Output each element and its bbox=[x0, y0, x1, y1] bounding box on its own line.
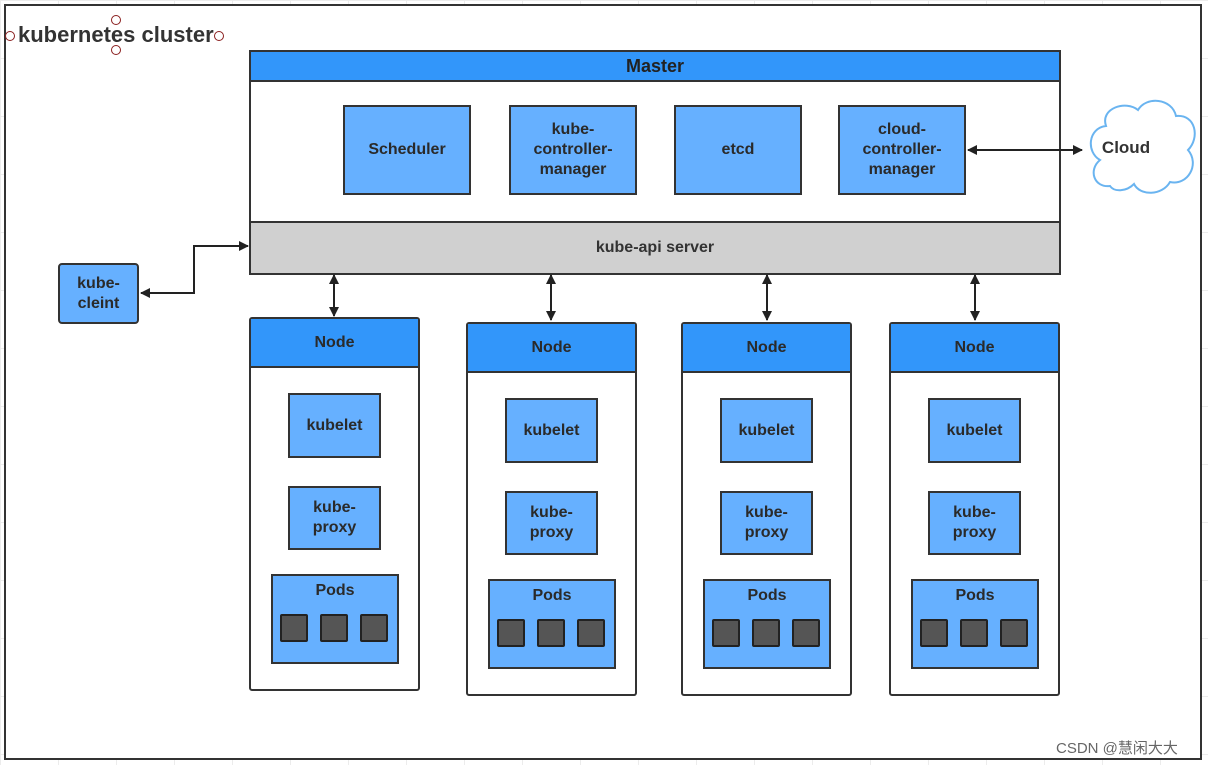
cloud-label: Cloud bbox=[1101, 138, 1151, 157]
selection-handle[interactable] bbox=[111, 15, 121, 25]
scheduler-box: Scheduler bbox=[343, 105, 471, 195]
kube-proxy-box: kube- proxy bbox=[720, 491, 813, 555]
selection-handle[interactable] bbox=[214, 31, 224, 41]
pod-square bbox=[320, 614, 348, 642]
kubelet-box: kubelet bbox=[720, 398, 813, 463]
pods-label: Pods bbox=[532, 587, 572, 604]
master-header: Master bbox=[251, 52, 1059, 82]
pods-label: Pods bbox=[747, 587, 787, 604]
cluster-title: kubernetes cluster bbox=[18, 22, 214, 47]
kube-proxy-box: kube- proxy bbox=[505, 491, 598, 555]
pods-label: Pods bbox=[315, 582, 355, 599]
kubelet-box: kubelet bbox=[928, 398, 1021, 463]
cloud-shape bbox=[1090, 100, 1196, 194]
kube-client-box: kube- cleint bbox=[58, 263, 139, 324]
node-header: Node bbox=[891, 324, 1058, 373]
selection-handle[interactable] bbox=[111, 45, 121, 55]
pod-square bbox=[752, 619, 780, 647]
node-header: Node bbox=[251, 319, 418, 368]
pod-square bbox=[537, 619, 565, 647]
pod-square bbox=[792, 619, 820, 647]
client-connector-arrow bbox=[140, 241, 249, 298]
kube-api-server-bar: kube-api server bbox=[251, 221, 1059, 273]
kube-controller-manager-box: kube- controller- manager bbox=[509, 105, 637, 195]
kubelet-box: kubelet bbox=[505, 398, 598, 463]
kube-proxy-box: kube- proxy bbox=[288, 486, 381, 550]
pod-square bbox=[497, 619, 525, 647]
etcd-box: etcd bbox=[674, 105, 802, 195]
kube-proxy-box: kube- proxy bbox=[928, 491, 1021, 555]
pod-square bbox=[712, 619, 740, 647]
node-header: Node bbox=[683, 324, 850, 373]
pod-square bbox=[1000, 619, 1028, 647]
kubelet-box: kubelet bbox=[288, 393, 381, 458]
pod-square bbox=[280, 614, 308, 642]
watermark: CSDN @慧闲大大 bbox=[1056, 740, 1178, 757]
pod-square bbox=[960, 619, 988, 647]
selection-handle[interactable] bbox=[5, 31, 15, 41]
pod-square bbox=[920, 619, 948, 647]
pods-label: Pods bbox=[955, 587, 995, 604]
pod-square bbox=[577, 619, 605, 647]
cloud-controller-manager-box: cloud- controller- manager bbox=[838, 105, 966, 195]
pod-square bbox=[360, 614, 388, 642]
node-header: Node bbox=[468, 324, 635, 373]
